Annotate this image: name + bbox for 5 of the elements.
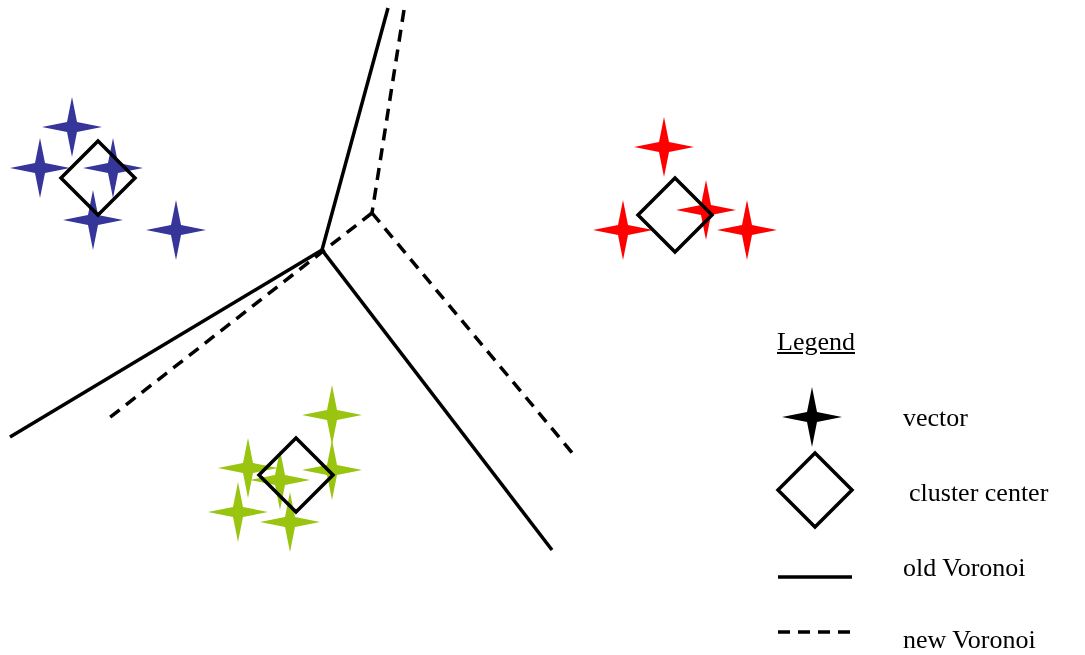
legend-text: old Voronoi [903, 553, 1026, 583]
legend-text: new Voronoi [903, 625, 1036, 655]
legend-text: cluster center [909, 478, 1049, 508]
legend-heading: Legend [777, 327, 855, 357]
legend-text: vector [903, 403, 968, 433]
